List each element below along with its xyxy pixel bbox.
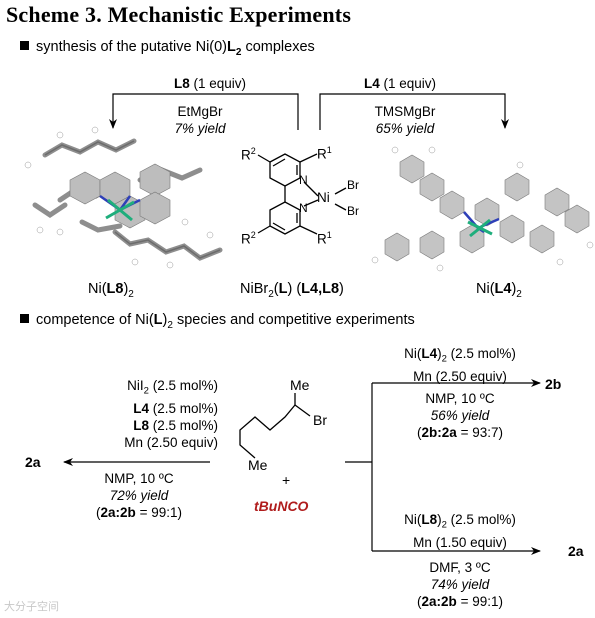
section-heading-competence: competence of Ni(L)2 species and competi… (20, 312, 415, 331)
section-heading-synthesis: synthesis of the putative Ni(0)L2 comple… (20, 39, 315, 58)
br-bottom-label: Br (347, 204, 359, 218)
reagent-line-l8: L8 (2.5 mol%) (133, 417, 218, 433)
bottom-branch-product: 2a (568, 543, 584, 559)
reagent-line-mn: Mn (2.50 equiv) (124, 434, 218, 450)
watermark: 大分子空间 (4, 601, 59, 613)
r2-top-label: R2 (241, 146, 256, 163)
n-top-label: N (299, 173, 308, 187)
substrate-br: Br (313, 412, 327, 428)
competitive-ratio: (2a:2b = 99:1) (96, 505, 182, 520)
caption-ni-l8: Ni(L8)2 (88, 281, 134, 300)
r2-bottom-label: R2 (241, 230, 256, 247)
competitive-product: 2a (25, 454, 41, 470)
top-branch-solvent: NMP, 10 ºC (425, 391, 495, 406)
top-branch-conditions: NMP, 10 ºC 56% yield (2b:2a = 93:7) (380, 390, 540, 441)
n-bottom-label: N (299, 201, 308, 215)
right-reaction-reagent: TMSMgBr (374, 104, 436, 119)
competitive-yield: 72% yield (109, 488, 169, 503)
br-top-label: Br (347, 178, 359, 192)
nibr2-bipyridine-structure-icon (257, 153, 347, 235)
substrate-skeleton-icon (239, 393, 311, 459)
bottom-branch-reductant: Mn (1.50 equiv) (413, 534, 507, 550)
bottom-branch-catalyst: Ni(L8)2 (2.5 mol%) Mn (1.50 equiv) (380, 511, 540, 551)
competitive-solvent: NMP, 10 ºC (104, 471, 174, 486)
substrate-me-top: Me (290, 377, 310, 393)
right-reaction-ligand: L4 (1 equiv) (363, 76, 437, 91)
ni-label: Ni (317, 190, 330, 205)
bottom-branch-ratio: (2a:2b = 99:1) (417, 594, 503, 609)
competitive-reagents: NiI2 (2.5 mol%) L4 (2.5 mol%) L8 (2.5 mo… (78, 377, 218, 451)
top-branch-product: 2b (545, 376, 562, 392)
bottom-branch-yield: 74% yield (430, 577, 490, 592)
reagent-line-nii2: NiI2 (2.5 mol%) (127, 378, 218, 397)
bullet-square-icon (20, 41, 29, 50)
section1-sub: 2 (235, 46, 242, 58)
r1-top-label: R1 (317, 145, 332, 162)
left-reaction-ligand: L8 (1 equiv) (173, 76, 247, 91)
left-reaction-reagent: EtMgBr (177, 104, 223, 119)
top-branch-reductant: Mn (2.50 equiv) (413, 368, 507, 384)
crystal-structure-ni-l8-icon (24, 126, 223, 269)
left-synthesis-arrow (109, 93, 299, 130)
left-reaction-yield: 7% yield (174, 121, 226, 136)
isocyanate-reagent: tBuNCO (254, 498, 309, 514)
bottom-branch-solvent: DMF, 3 ºC (429, 560, 491, 575)
section1-text: synthesis of the putative Ni(0) (36, 39, 228, 55)
crystal-structure-ni-l4-icon (371, 146, 594, 272)
caption-ni-l4: Ni(L4)2 (476, 281, 522, 300)
competitive-conditions: NMP, 10 ºC 72% yield (2a:2b = 99:1) (64, 470, 214, 521)
reagent-line-l4: L4 (2.5 mol%) (133, 400, 218, 416)
plus-sign: + (282, 472, 291, 488)
top-branch-catalyst: Ni(L4)2 (2.5 mol%) Mn (2.50 equiv) (380, 345, 540, 385)
top-branch-ratio: (2b:2a = 93:7) (417, 425, 503, 440)
section1-ligand: L (227, 39, 236, 55)
caption-nibr2-l: NiBr2(L) (L4,L8) (240, 281, 344, 300)
right-synthesis-arrow (319, 93, 509, 130)
bullet-square-icon (20, 314, 29, 323)
bottom-branch-conditions: DMF, 3 ºC 74% yield (2a:2b = 99:1) (380, 559, 540, 610)
right-reaction-yield: 65% yield (375, 121, 435, 136)
scheme-title: Scheme 3. Mechanistic Experiments (6, 2, 352, 27)
section1-post: complexes (241, 39, 315, 55)
substrate-me-bottom: Me (248, 457, 268, 473)
top-branch-yield: 56% yield (430, 408, 490, 423)
r1-bottom-label: R1 (317, 230, 332, 247)
